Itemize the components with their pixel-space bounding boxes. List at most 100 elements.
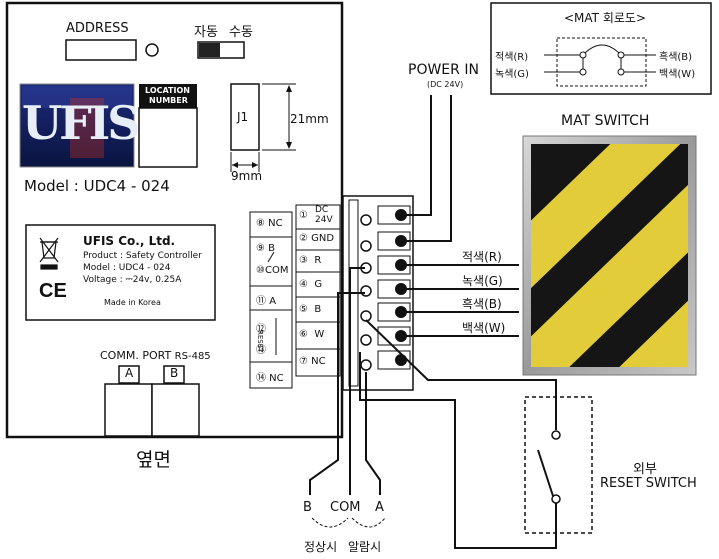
dim-width-label: 9mm (231, 169, 263, 183)
mat-switch-title: MAT SWITCH (561, 113, 650, 129)
terminal-14: ⑭ NC (256, 373, 284, 384)
terminal-12: ⑫ (256, 324, 266, 335)
dc-symbol-icon: ⎓ (125, 275, 133, 285)
comm-port-b[interactable] (163, 365, 185, 384)
dim-height-label: 21mm (290, 112, 329, 126)
terminal-4: ④ G (299, 279, 323, 290)
mode-manual-label: 수동 (229, 25, 253, 40)
location-number-field[interactable] (138, 107, 198, 168)
terminal-screw-left (360, 359, 372, 371)
right-terminal-legend (295, 204, 341, 377)
output-com-label: COM (330, 500, 361, 515)
label-model: Model : UDC4 - 024 (83, 263, 171, 273)
power-wire-plus (401, 95, 432, 216)
terminal-6: ⑥ W (299, 329, 325, 340)
power-in-subtitle: (DC 24V) (427, 80, 464, 89)
terminal-13: ⑬ (256, 345, 266, 356)
wire-label-black: 흑색(B) (462, 297, 502, 311)
normal-state-label: 정상시 (304, 540, 338, 554)
hazard-stripe (531, 184, 688, 367)
mat-circuit-left-bottom: 녹색(G) (495, 69, 529, 80)
label-product: Product : Safety Controller (83, 251, 202, 261)
ufis-logo (19, 83, 135, 168)
alarm-state-bracket (351, 517, 386, 528)
comm-port-label: COMM. PORT RS-485 (100, 349, 211, 362)
reset-switch-lever[interactable] (537, 449, 554, 497)
mode-switch-knob (199, 43, 220, 57)
terminal-screw-left (360, 334, 372, 346)
reset-switch-label-2: RESET SWITCH (600, 476, 697, 491)
controller-body (5, 1, 344, 439)
mat-circuit-title: <MAT 회로도> (564, 11, 647, 25)
label-made-in: Made in Korea (104, 298, 161, 307)
wire-label-red: 적색(R) (462, 250, 502, 264)
terminal-screw-left (360, 310, 372, 322)
logo-glow (70, 98, 104, 158)
left-terminal-legend (249, 211, 293, 389)
address-indicator (145, 43, 159, 57)
comm-port-housing-a (104, 383, 153, 437)
output-wire-a (365, 372, 381, 495)
terminal-1: ① (299, 210, 308, 221)
address-switch[interactable] (65, 39, 137, 61)
mat-circuit-right-top: 흑색(B) (659, 52, 693, 63)
mat-circuit-box (490, 2, 712, 95)
reset-switch-box (524, 396, 593, 534)
ce-mark-icon: CE (39, 280, 67, 302)
terminal-7: ⑦ NC (299, 356, 326, 367)
product-label (25, 224, 216, 321)
terminal-10: ⑩COM (256, 265, 289, 276)
weee-bin-icon (39, 237, 59, 270)
address-label: ADDRESS (66, 21, 129, 36)
reset-contact-top (551, 430, 561, 440)
terminal-2: ② GND (299, 233, 335, 244)
terminal-3: ③ R (299, 255, 322, 266)
comm-port-b-label: B (170, 366, 179, 380)
mat-contact-arc (582, 44, 622, 56)
reset-wire-top (365, 319, 557, 430)
wire-label-green: 녹색(G) (462, 274, 503, 288)
terminal-screw-left (360, 214, 372, 226)
location-label-1: LOCATION (145, 86, 190, 95)
mat-circuit-right-bottom: 백색(W) (659, 69, 696, 80)
location-number-box (139, 84, 197, 108)
normal-state-bracket (311, 517, 349, 528)
wire-label-white: 백색(W) (462, 321, 506, 335)
j1-label: J1 (237, 110, 249, 124)
reset-switch-label-1: 외부 (633, 462, 657, 477)
alarm-state-label: 알람시 (348, 540, 382, 554)
logo-highlight (22, 86, 132, 108)
comm-port-housing-b (151, 383, 200, 437)
terminal-9: ⑨ B (256, 243, 276, 254)
terminal-11: ⑪ A (256, 296, 277, 307)
terminal-screw-right (395, 354, 407, 366)
power-in-title: POWER IN (408, 62, 479, 78)
mode-auto-label: 자동 (194, 25, 218, 40)
output-a-label: A (375, 500, 384, 515)
terminal-screw-left (360, 240, 372, 252)
output-wire-com (349, 267, 365, 495)
reset-label: RESET (256, 330, 264, 353)
comm-port-a[interactable] (118, 365, 140, 384)
terminal-5: ⑤ B (299, 304, 322, 315)
label-voltage: Voltage : ⎓24v, 0.25A (83, 275, 182, 285)
output-b-label: B (303, 500, 312, 515)
ufis-logo-text: UFIS (22, 96, 141, 150)
comm-port-a-label: A (125, 366, 134, 380)
side-view-label: 옆면 (136, 449, 171, 471)
output-wire-b (309, 292, 365, 495)
location-label-2: NUMBER (149, 96, 188, 105)
hazard-stripe (619, 300, 688, 367)
relay-symbol (267, 251, 275, 263)
terminal-8: ⑧ NC (256, 218, 283, 229)
mat-circuit-dashed (556, 37, 647, 87)
controller-model: Model : UDC4 - 024 (24, 177, 170, 195)
reset-wire-bottom (359, 352, 557, 549)
mat-circuit-left-top: 적색(R) (495, 52, 529, 63)
reset-contact-bottom (551, 494, 561, 504)
terminal-screw-left (360, 285, 372, 297)
label-company: UFIS Co., Ltd. (83, 234, 176, 248)
terminal-slot (377, 350, 411, 370)
